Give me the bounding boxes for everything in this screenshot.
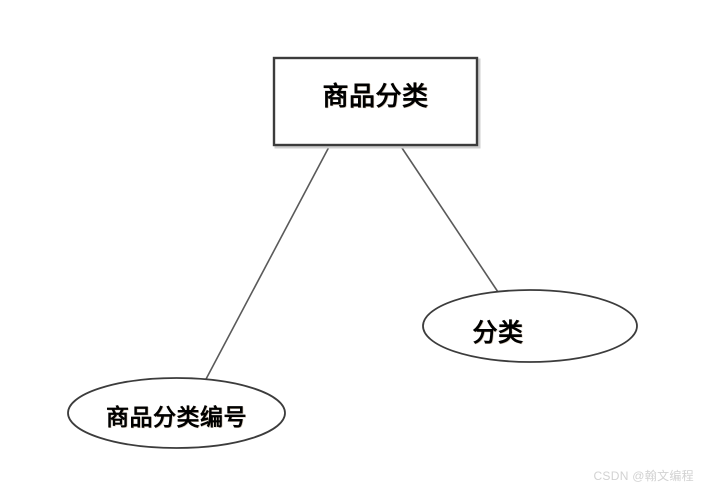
attribute-ellipse-category-shape[interactable] xyxy=(422,289,638,363)
attribute-label-code: 商品分类编号 xyxy=(106,405,247,430)
attribute-ellipse-code-shape[interactable] xyxy=(67,377,286,449)
connector-entity-to-category xyxy=(399,144,499,293)
entity-box-shape[interactable] xyxy=(272,56,479,147)
entity-label: 商品分类 xyxy=(322,82,429,111)
connector-entity-to-code xyxy=(204,144,331,382)
attribute-label-category: 分类 xyxy=(472,320,524,347)
csdn-watermark: CSDN @翰文编程 xyxy=(593,469,694,483)
